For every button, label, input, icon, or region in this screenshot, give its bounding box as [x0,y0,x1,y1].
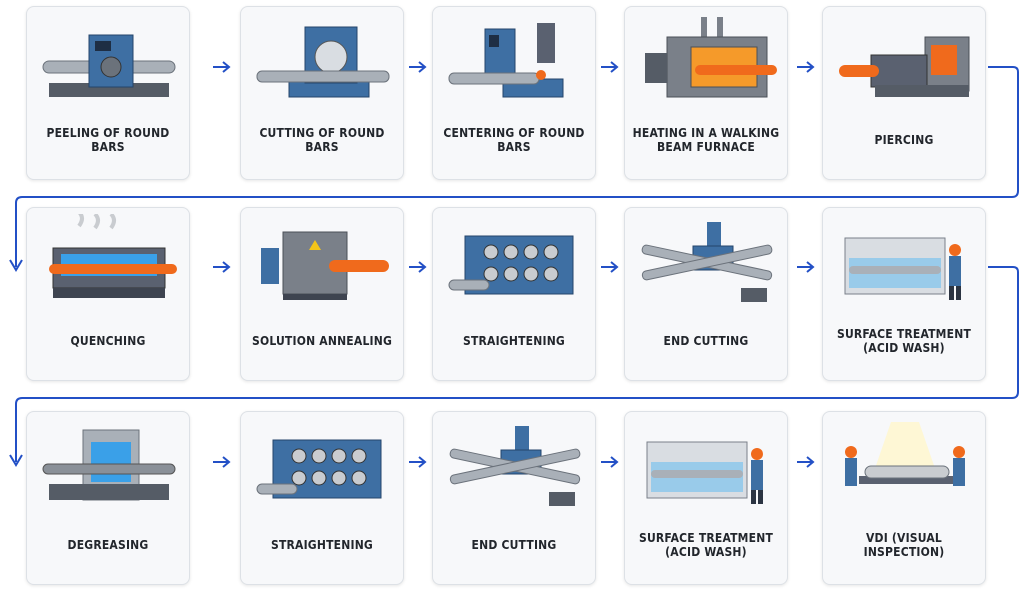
flow-arrow-icon [409,261,427,273]
straightener-icon [448,235,574,295]
step-label: SOLUTION ANNEALING [251,334,393,348]
flow-arrow-icon [601,261,619,273]
flow-arrow-icon [601,456,619,468]
step-label: HEATING IN A WALKING BEAM FURNACE [632,126,780,154]
flow-arrow-icon [213,261,231,273]
inspection-table-icon [845,422,965,486]
step-card-vdi: VDI (VISUAL INSPECTION) [822,411,986,585]
piercing-mill-icon [839,36,970,97]
step-label: DEGREASING [67,538,149,552]
step-card-end-cutting: END CUTTING [624,207,788,381]
step-card-peeling: PEELING OF ROUND BARS [26,6,190,180]
row2-to-row3-connector [15,266,1019,462]
row1-to-row2-connector [15,66,1019,267]
saw-machine-icon [256,26,390,98]
quench-tank-icon [49,214,177,298]
step-card-quenching: QUENCHING [26,207,190,381]
degreasing-machine-icon [42,429,176,501]
flow-arrow-icon [797,456,815,468]
acid-wash-tank-icon [646,441,763,504]
acid-wash-tank-icon [844,237,961,300]
flow-arrow-icon [409,456,427,468]
flow-arrow-icon [601,61,619,73]
step-label: SURFACE TREATMENT (ACID WASH) [836,327,972,355]
straightener-icon [256,439,382,499]
row1-to-row2-arrowhead [9,259,23,272]
flow-arrow-icon [409,61,427,73]
step-card-surface-treatment-1: SURFACE TREATMENT (ACID WASH) [822,207,986,381]
step-card-surface-treatment-2: SURFACE TREATMENT (ACID WASH) [624,411,788,585]
peeling-machine-icon [42,34,176,97]
step-label: VDI (VISUAL INSPECTION) [863,531,945,559]
step-label: STRAIGHTENING [462,334,565,348]
flow-arrow-icon [213,456,231,468]
step-label: STRAIGHTENING [270,538,373,552]
step-card-heating: HEATING IN A WALKING BEAM FURNACE [624,6,788,180]
centering-machine-icon [448,23,564,98]
step-card-end-cutting-2: END CUTTING [432,411,596,585]
step-label: SURFACE TREATMENT (ACID WASH) [638,531,774,559]
flow-arrow-icon [213,61,231,73]
step-card-cutting: CUTTING OF ROUND BARS [240,6,404,180]
end-cutter-icon [641,222,773,302]
furnace-icon [645,17,777,98]
step-card-degreasing: DEGREASING [26,411,190,585]
flow-arrow-icon [797,261,815,273]
step-label: END CUTTING [471,538,557,552]
annealing-furnace-icon [261,231,389,300]
step-label: CENTERING OF ROUND BARS [443,126,585,154]
step-label: QUENCHING [70,334,146,348]
step-card-straightening: STRAIGHTENING [432,207,596,381]
step-card-solution-annealing: SOLUTION ANNEALING [240,207,404,381]
end-cutter-icon [449,426,581,506]
step-label: END CUTTING [663,334,749,348]
step-card-piercing: PIERCING [822,6,986,180]
step-label: CUTTING OF ROUND BARS [259,126,385,154]
step-label: PEELING OF ROUND BARS [46,126,170,154]
step-label: PIERCING [874,133,934,147]
step-card-straightening-2: STRAIGHTENING [240,411,404,585]
step-card-centering: CENTERING OF ROUND BARS [432,6,596,180]
row2-to-row3-arrowhead [9,454,23,467]
flow-arrow-icon [797,61,815,73]
